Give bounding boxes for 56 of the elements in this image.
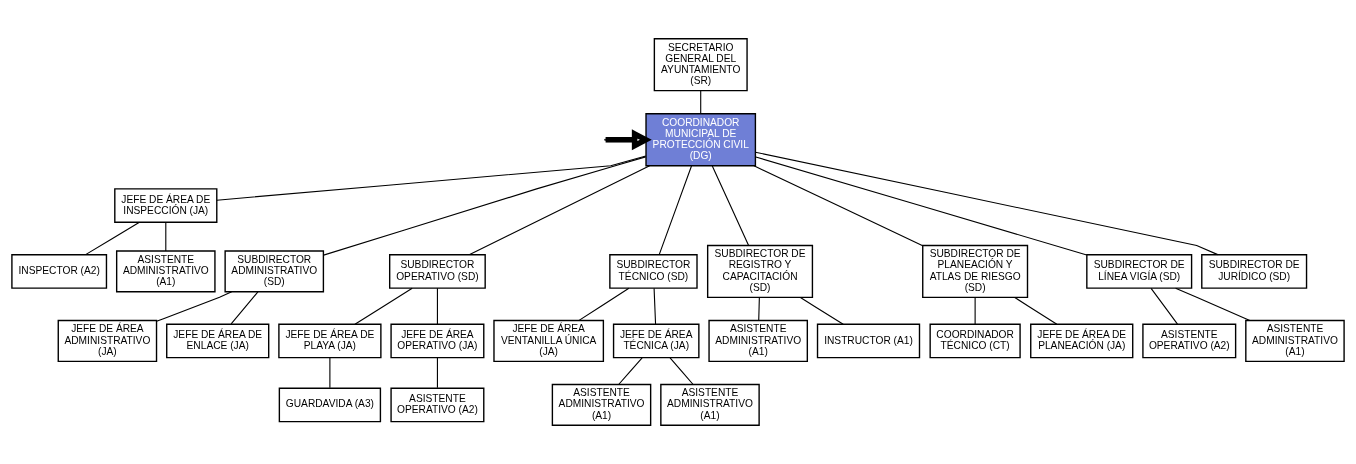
connector — [354, 287, 413, 325]
arrow — [605, 129, 652, 151]
connector — [165, 221, 167, 252]
connector — [758, 296, 760, 321]
node-box: ASISTENTE ADMINISTRATIVO (A1) — [660, 383, 760, 426]
node-box: SUBDIRECTOR TÉCNICO (SD) — [609, 254, 698, 289]
connector — [1175, 287, 1251, 321]
connector — [1150, 287, 1179, 325]
connector — [618, 357, 643, 385]
node-box: SUBDIRECTOR DE REGISTRO Y CAPACITACIÓN (SD) — [706, 244, 814, 299]
connector — [469, 165, 651, 256]
node-box: SECRETARIO GENERAL DEL AYUNTAMIENTO (SR) — [653, 38, 748, 92]
node-box: ASISTENTE ADMINISTRATIVO (A1) — [1245, 319, 1345, 362]
connector — [669, 357, 694, 385]
connector — [974, 296, 976, 325]
node-box: SUBDIRECTOR OPERATIVO (SD) — [389, 254, 486, 289]
node-box: ASISTENTE OPERATIVO (A2) — [390, 387, 485, 423]
node-box: ASISTENTE OPERATIVO (A2) — [1142, 323, 1237, 359]
connector — [85, 221, 140, 256]
connector — [1014, 296, 1058, 325]
node-box: JEFE DE ÁREA DE PLANEACIÓN (JA) — [1030, 323, 1134, 359]
node-box: COORDINADOR TÉCNICO (CT) — [929, 323, 1021, 359]
connector — [754, 151, 1219, 256]
connector — [323, 156, 647, 256]
connector — [216, 155, 647, 201]
connector — [658, 165, 693, 256]
node-box: INSPECTOR (A2) — [11, 254, 108, 289]
node-box: COORDINADOR MUNICIPAL DE PROTECCIÓN CIVIL (DG) — [645, 113, 757, 167]
connector — [753, 165, 924, 247]
connector — [436, 357, 438, 389]
node-box: ASISTENTE ADMINISTRATIVO (A1) — [708, 319, 808, 362]
connector — [799, 296, 844, 325]
node-box: JEFE DE ÁREA VENTANILLA ÚNICA (JA) — [493, 319, 605, 362]
node-box: JEFE DE ÁREA DE INSPECCIÓN (JA) — [114, 188, 218, 223]
connector — [700, 90, 702, 115]
node-box: JEFE DE ÁREA DE PLAYA (JA) — [278, 323, 382, 359]
connector — [711, 165, 750, 246]
connector — [755, 156, 1088, 256]
node-box: JEFE DE ÁREA OPERATIVO (JA) — [390, 323, 485, 359]
connector — [329, 357, 331, 389]
connector — [578, 287, 630, 321]
node-box: ASISTENTE ADMINISTRATIVO (A1) — [115, 250, 216, 293]
node-box: SUBDIRECTOR DE LÍNEA VIGÍA (SD) — [1086, 254, 1193, 289]
node-box: SUBDIRECTOR ADMINISTRATIVO (SD) — [224, 250, 325, 293]
node-box: JEFE DE ÁREA TÉCNICA (JA) — [612, 323, 700, 359]
node-box: JEFE DE ÁREA ADMINISTRATIVO (JA) — [57, 319, 158, 362]
node-box: INSTRUCTOR (A1) — [816, 323, 921, 359]
node-box: ASISTENTE ADMINISTRATIVO (A1) — [551, 383, 652, 426]
connector — [230, 291, 259, 325]
node-box: JEFE DE ÁREA DE ENLACE (JA) — [166, 323, 270, 359]
connector — [653, 287, 657, 325]
node-box: SUBDIRECTOR DE JURÍDICO (SD) — [1201, 254, 1308, 289]
connector — [436, 287, 438, 325]
node-box: SUBDIRECTOR DE PLANEACIÓN Y ATLAS DE RIESGO (SD) — [922, 244, 1029, 299]
node-box: GUARDAVIDA (A3) — [278, 387, 382, 423]
connector — [156, 291, 233, 322]
